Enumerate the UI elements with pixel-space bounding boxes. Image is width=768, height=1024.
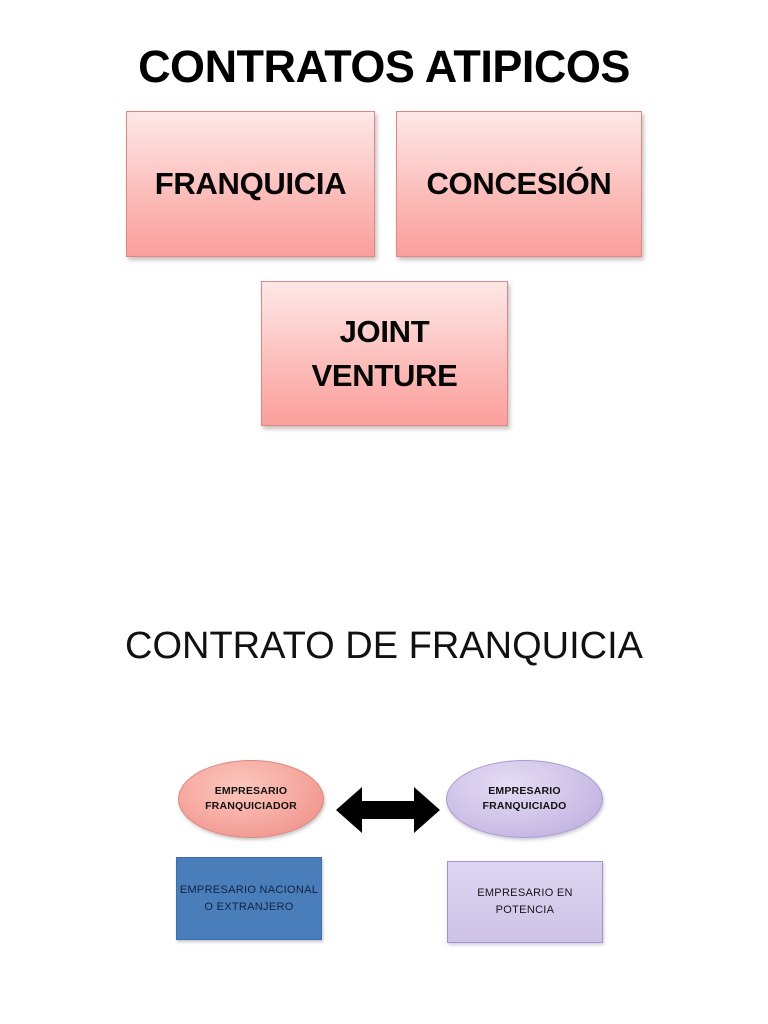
diagram-node-empresario-franquiciado: EMPRESARIO FRANQUICIADO <box>446 760 603 838</box>
diagram-node-label: EMPRESARIO NACIONAL O EXTRANJERO <box>179 883 319 913</box>
contract-box-label: CONCESIÓN <box>426 166 612 201</box>
contract-box-label: FRANQUICIA <box>154 166 347 201</box>
contract-box-joint-venture: JOINT VENTURE <box>261 281 508 426</box>
contract-box-concesion: CONCESIÓN <box>396 111 642 257</box>
double-arrow-icon <box>336 785 440 835</box>
diagram-node-empresario-en-potencia: EMPRESARIO EN POTENCIA <box>447 861 603 943</box>
page-title: CONTRATOS ATIPICOS <box>138 41 630 92</box>
contract-box-franquicia: FRANQUICIA <box>126 111 375 257</box>
diagram-node-empresario-nacional-o-extranjero: EMPRESARIO NACIONAL O EXTRANJERO <box>176 857 322 940</box>
diagram-node-label: EMPRESARIO FRANQUICIADOR <box>205 785 297 812</box>
diagram-node-label: EMPRESARIO EN POTENCIA <box>477 887 573 916</box>
contract-box-label: JOINT VENTURE <box>311 313 458 393</box>
section-title: CONTRATO DE FRANQUICIA <box>125 625 643 667</box>
diagram-node-empresario-franquiciador: EMPRESARIO FRANQUICIADOR <box>178 760 324 838</box>
diagram-node-label: EMPRESARIO FRANQUICIADO <box>482 785 567 812</box>
